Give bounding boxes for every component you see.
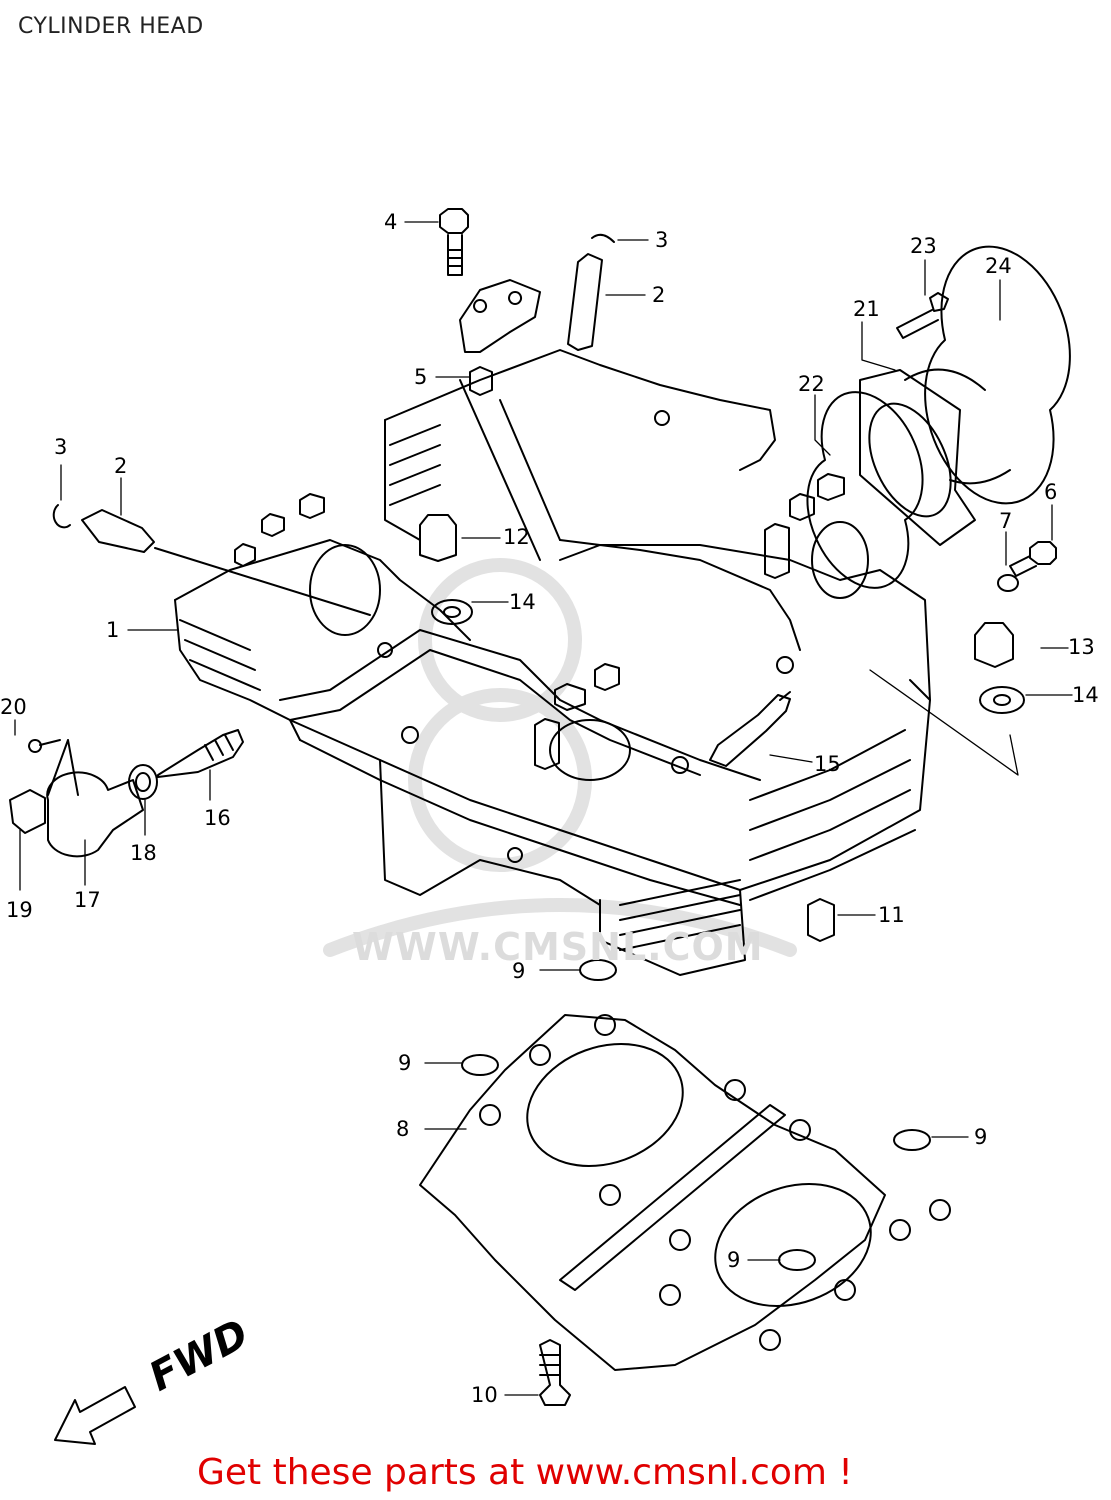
part-13-cap-nut bbox=[974, 622, 1014, 668]
leader-lines bbox=[14, 221, 1073, 1396]
callout-1: 1 bbox=[106, 618, 120, 642]
part-2-valve-guide-left bbox=[81, 509, 155, 553]
part-5-dowel bbox=[469, 366, 493, 396]
callout-9-c: 9 bbox=[974, 1125, 988, 1149]
callout-10: 10 bbox=[471, 1383, 498, 1407]
callout-12: 12 bbox=[503, 525, 530, 549]
footer-link[interactable]: Get these parts at www.cmsnl.com ! bbox=[197, 1452, 853, 1493]
part-14-washer-upper bbox=[431, 599, 473, 625]
part-12-cap-nut bbox=[419, 514, 457, 562]
part-3-clip-upper bbox=[591, 233, 615, 243]
part-8-head-gasket bbox=[419, 1014, 951, 1371]
callout-2-upper: 2 bbox=[652, 283, 666, 307]
rocker-bracket bbox=[459, 279, 541, 353]
callout-20: 20 bbox=[0, 695, 27, 719]
part-19-plug bbox=[9, 789, 46, 834]
callout-17: 17 bbox=[74, 888, 101, 912]
callout-7: 7 bbox=[999, 509, 1013, 533]
part-6-bolt bbox=[1009, 541, 1057, 577]
callout-23: 23 bbox=[910, 234, 937, 258]
callout-2-left: 2 bbox=[114, 454, 128, 478]
callout-3-left: 3 bbox=[54, 435, 68, 459]
callout-15: 15 bbox=[814, 752, 841, 776]
part-9-ring-b bbox=[461, 1054, 499, 1076]
fwd-arrow-icon bbox=[54, 1386, 136, 1445]
part-16-tach-gear bbox=[157, 729, 244, 778]
callout-11: 11 bbox=[878, 903, 905, 927]
part-9-ring-d bbox=[778, 1249, 816, 1271]
part-4-bolt bbox=[439, 208, 469, 276]
callout-16: 16 bbox=[204, 806, 231, 830]
part-24-clamp bbox=[924, 245, 1071, 505]
callout-9-d: 9 bbox=[727, 1248, 741, 1272]
callout-13: 13 bbox=[1068, 635, 1095, 659]
callout-9-b: 9 bbox=[398, 1051, 412, 1075]
part-22-o-ring bbox=[806, 391, 924, 589]
callout-14-upper: 14 bbox=[509, 590, 536, 614]
part-11-dowel bbox=[807, 898, 835, 942]
part-15-spark-plug bbox=[709, 691, 791, 767]
callout-4: 4 bbox=[384, 210, 398, 234]
callout-5: 5 bbox=[414, 365, 428, 389]
callout-6: 6 bbox=[1044, 480, 1058, 504]
part-14-washer-right bbox=[979, 686, 1025, 714]
part-17-housing bbox=[46, 771, 144, 858]
part-3-clip-left bbox=[52, 504, 71, 529]
callout-18: 18 bbox=[130, 841, 157, 865]
part-23-screw bbox=[896, 292, 949, 339]
part-9-ring-c bbox=[893, 1129, 931, 1151]
valve-guide-leader bbox=[154, 547, 371, 616]
part-20-screw bbox=[28, 739, 61, 753]
callout-8: 8 bbox=[396, 1117, 410, 1141]
diagram-title: CYLINDER HEAD bbox=[18, 14, 204, 39]
part-2-valve-guide-upper bbox=[567, 253, 603, 351]
cylinder-head bbox=[174, 349, 931, 976]
callout-21: 21 bbox=[853, 297, 880, 321]
callout-9-a: 9 bbox=[512, 959, 526, 983]
part-7-washer bbox=[997, 574, 1019, 592]
watermark-text: WWW.CMSNL.COM bbox=[352, 925, 764, 969]
callout-24: 24 bbox=[985, 254, 1012, 278]
callout-14-right: 14 bbox=[1072, 683, 1099, 707]
part-21-intake-pipe bbox=[859, 369, 976, 546]
callout-3-upper: 3 bbox=[655, 228, 669, 252]
part-10-bolt bbox=[539, 1339, 571, 1406]
callout-19: 19 bbox=[6, 898, 33, 922]
callout-22: 22 bbox=[798, 372, 825, 396]
